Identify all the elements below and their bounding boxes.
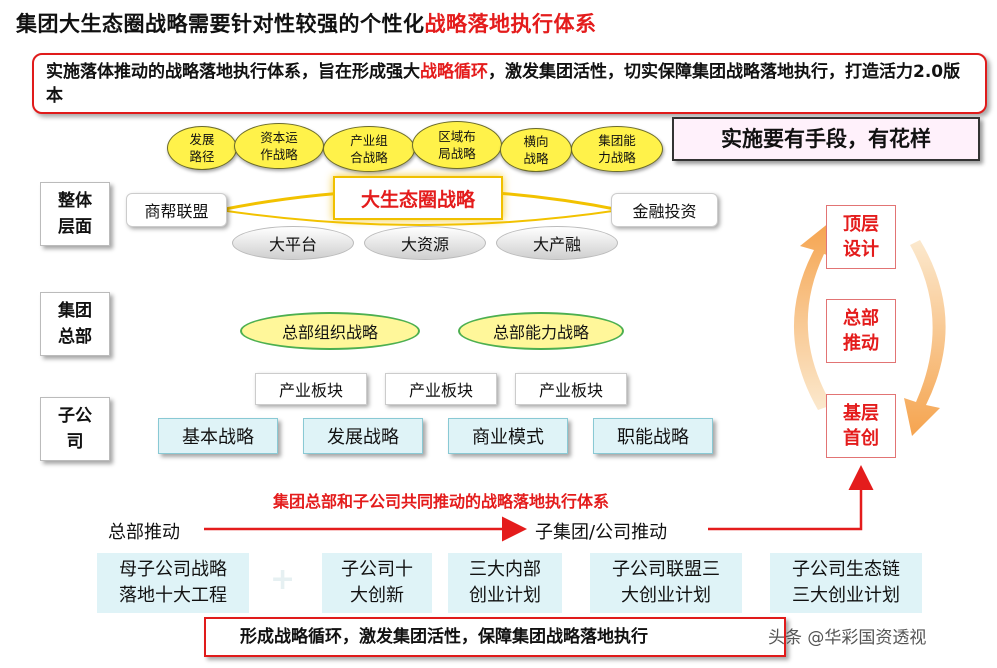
cycle-arrows xyxy=(793,222,946,436)
program-label: 子公司生态链 三大创业计划 xyxy=(792,559,900,606)
business-model-box: 商业模式 xyxy=(448,418,568,454)
cycle-grassroots: 基层 首创 xyxy=(826,394,896,458)
intro-text-1: 实施落体推动的战略落地执行体系，旨在形成强大 xyxy=(46,62,420,82)
bubble-label: 区域布 局战略 xyxy=(438,129,476,161)
page-title: 集团大生态圈战略需要针对性较强的个性化战略落地执行体系 xyxy=(16,8,597,38)
joint-system-caption: 集团总部和子公司共同推动的战略落地执行体系 xyxy=(273,492,610,511)
bubble-label: 发展 路径 xyxy=(189,132,215,164)
pillar-finance: 大产融 xyxy=(496,226,618,260)
watermark: 头条 @华彩国资透视 xyxy=(768,628,927,648)
program-label: 子公司联盟三 大创业计划 xyxy=(612,559,720,606)
ecosystem-strategy-box: 大生态圈战略 xyxy=(333,176,503,220)
industry-segment-2: 产业板块 xyxy=(385,373,497,405)
intro-box: 实施落体推动的战略落地执行体系，旨在形成强大战略循环，激发集团活性，切实保障集团… xyxy=(32,53,987,114)
functional-strategy-box: 职能战略 xyxy=(593,418,713,454)
basic-strategy-box: 基本战略 xyxy=(158,418,278,454)
cycle-label: 基层 首创 xyxy=(843,403,879,449)
merchant-alliance-box: 商帮联盟 xyxy=(126,193,227,227)
cycle-label: 总部 推动 xyxy=(843,308,879,354)
bubble-label: 横向 战略 xyxy=(523,134,549,166)
level-hq: 集团 总部 xyxy=(40,292,110,356)
bubble-regional-strategy: 区域布 局战略 xyxy=(412,121,502,169)
development-strategy-box: 发展战略 xyxy=(303,418,423,454)
bubble-label: 资本运 作战略 xyxy=(260,130,298,162)
hq-capability-strategy: 总部能力战略 xyxy=(458,312,624,350)
bubble-capital-strategy: 资本运 作战略 xyxy=(234,123,324,169)
callout-box: 实施要有手段，有花样 xyxy=(672,117,980,161)
industry-segment-3: 产业板块 xyxy=(515,373,627,405)
program-internal-ventures: 三大内部 创业计划 xyxy=(448,553,562,613)
title-highlight: 战略落地执行体系 xyxy=(424,12,597,36)
cycle-top-design: 顶层 设计 xyxy=(826,205,896,269)
bubble-label: 集团能 力战略 xyxy=(598,133,636,165)
program-label: 三大内部 创业计划 xyxy=(469,559,541,606)
footer-box: 形成战略循环，激发集团活性，保障集团战略落地执行 xyxy=(204,617,786,657)
bubble-industry-strategy: 产业组 合战略 xyxy=(323,126,415,172)
level-label: 集团 总部 xyxy=(58,301,92,347)
level-label: 整体 层面 xyxy=(58,191,92,237)
intro-highlight: 战略循环 xyxy=(420,62,488,82)
hq-organization-strategy: 总部组织战略 xyxy=(240,312,420,350)
cycle-label: 顶层 设计 xyxy=(843,214,879,260)
cycle-hq-push: 总部 推动 xyxy=(826,299,896,363)
level-subsidiary: 子公 司 xyxy=(40,397,110,461)
sub-push-label: 子集团/公司推动 xyxy=(535,522,668,543)
level-label: 子公 司 xyxy=(58,406,92,452)
pillar-platform: 大平台 xyxy=(232,226,354,260)
program-ten-innovations: 子公司十 大创新 xyxy=(322,553,432,613)
bubble-development-path: 发展 路径 xyxy=(167,126,237,170)
intro-text-2: ，激发集团活性，切实保障集团战略落地执行，打造活力2.0版本 xyxy=(46,62,961,106)
plus-sign: + xyxy=(270,562,296,597)
industry-segment-1: 产业板块 xyxy=(255,373,367,405)
finance-investment-box: 金融投资 xyxy=(611,193,718,227)
pillar-resources: 大资源 xyxy=(364,226,486,260)
bubble-horizontal-strategy: 横向 战略 xyxy=(500,128,572,172)
program-ecochain-ventures: 子公司生态链 三大创业计划 xyxy=(770,553,922,613)
program-label: 母子公司战略 落地十大工程 xyxy=(119,559,227,606)
bubble-label: 产业组 合战略 xyxy=(350,133,388,165)
bubble-capability-strategy: 集团能 力战略 xyxy=(571,126,663,172)
program-ten-projects: 母子公司战略 落地十大工程 xyxy=(97,553,249,613)
hq-push-label: 总部推动 xyxy=(108,522,180,543)
level-overall: 整体 层面 xyxy=(40,182,110,246)
program-alliance-ventures: 子公司联盟三 大创业计划 xyxy=(590,553,742,613)
title-prefix: 集团大生态圈战略需要针对性较强的个性化 xyxy=(16,12,425,36)
program-label: 子公司十 大创新 xyxy=(341,559,413,606)
